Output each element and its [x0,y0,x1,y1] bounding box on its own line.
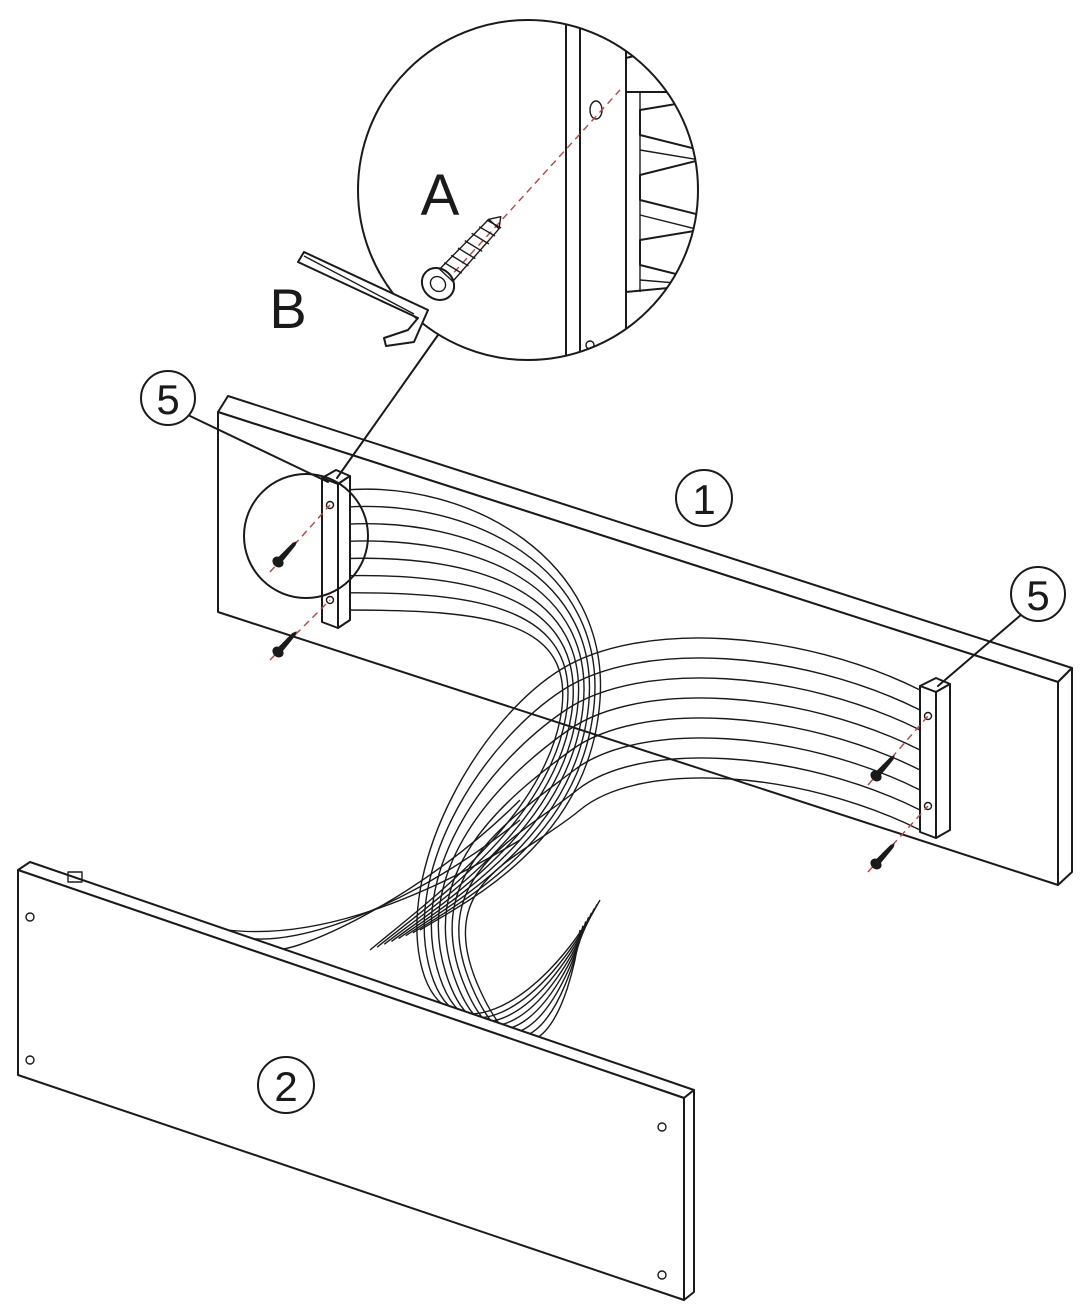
slat [437,697,921,1026]
callout-2: 2 [274,1063,297,1110]
label-screw-a: A [421,163,460,228]
slat [239,819,521,940]
slat [430,677,921,1023]
slat [444,717,921,1030]
slat [199,839,521,933]
slat [344,609,564,951]
bracket-left [321,469,351,629]
small-screw-icon [870,843,895,870]
label-hex-key-b: B [269,277,306,340]
slat [279,799,521,950]
slat [344,540,585,940]
small-screw-icon [272,541,297,568]
hex-key-icon [297,251,429,347]
detail-marker-circle [243,473,369,599]
slat [423,657,921,1019]
callout-5-left: 5 [156,376,179,423]
callout-leader-5-left [189,415,329,483]
small-screw-icon [870,755,895,782]
slat [344,574,574,945]
screw-icon [272,541,895,870]
small-screw-icon [272,631,297,658]
callout-leader-5-right [937,613,1023,687]
slat [344,488,602,931]
big-screw-icon [420,216,502,301]
slat [344,592,569,948]
slat [344,557,580,942]
callout-5-right: 5 [1026,572,1049,619]
bracket-right [919,677,951,839]
bent-slats [199,488,921,1042]
slat [464,777,921,1042]
detail-leader-line [336,334,439,479]
callout-1: 1 [692,476,715,523]
slat [344,523,591,937]
panel-1-top-rail [217,395,1073,886]
slat [451,737,921,1034]
panel-2-bottom-rail [17,861,695,1301]
slat [416,637,921,1015]
